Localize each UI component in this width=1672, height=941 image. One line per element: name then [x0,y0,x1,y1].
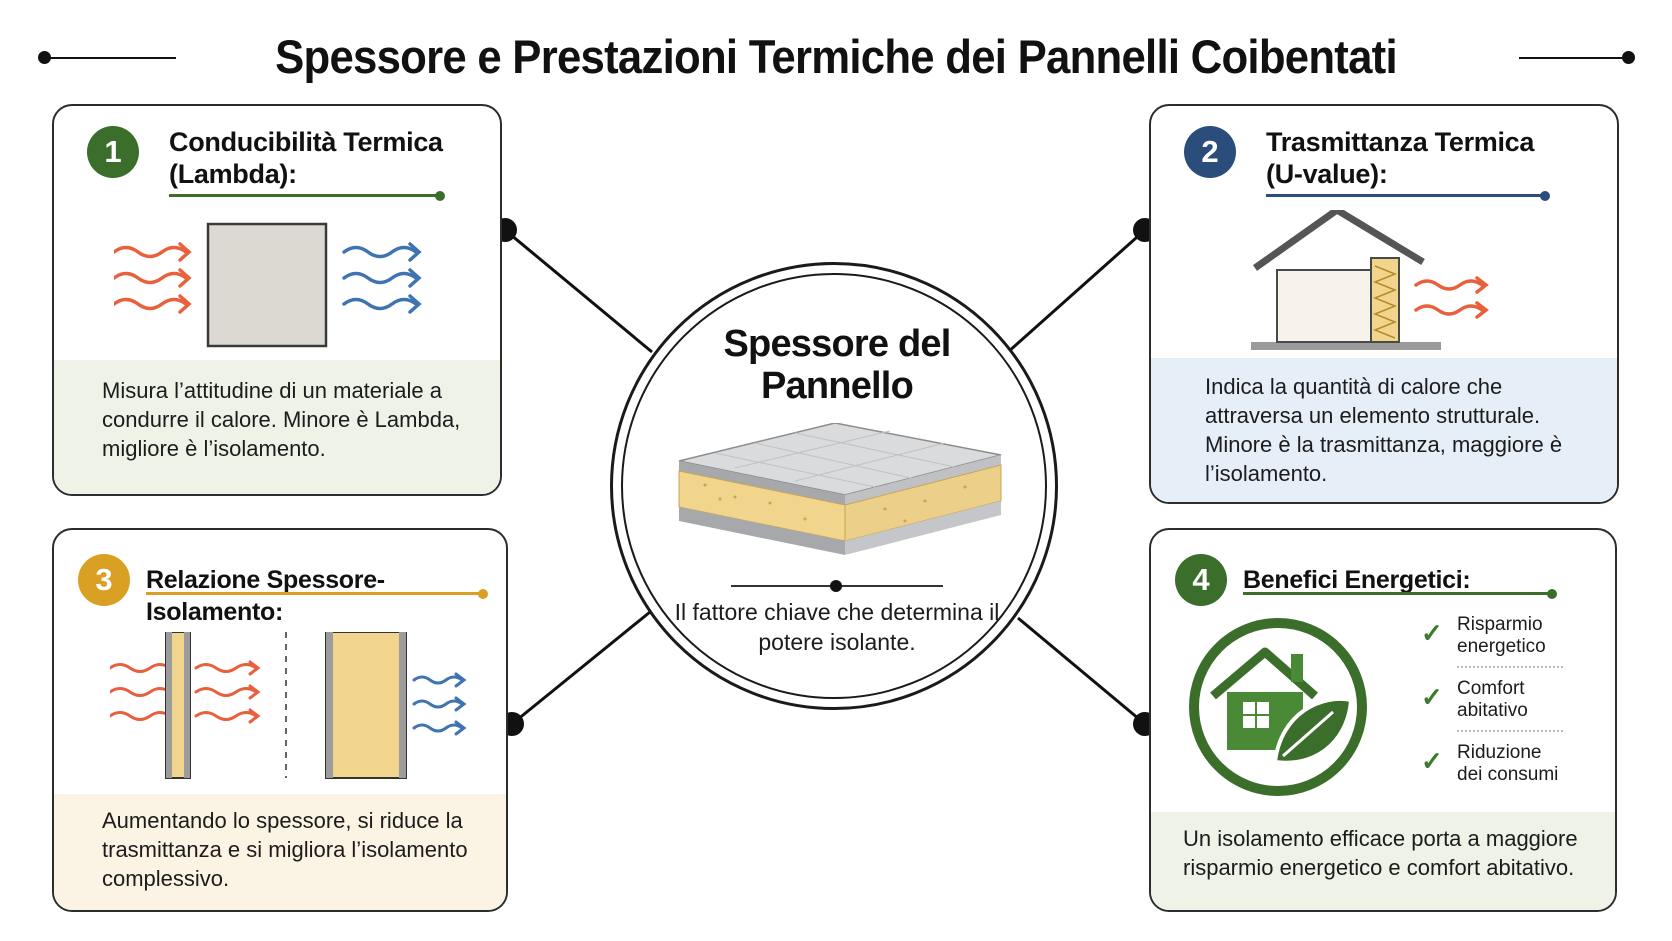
card-3-number-badge: 3 [78,554,130,606]
center-title-line1: Spessore del [723,323,952,365]
sandwich-panel-icon [678,423,1002,555]
main-title: Spessore e Prestazioni Termiche dei Pann… [275,30,1398,83]
center-panel-circle: Spessore del Pannello Il fattore chiave … [610,262,1058,710]
card-3-description: Aumentando lo spessore, si riduce la tra… [102,808,468,891]
title-right-line [1519,57,1629,59]
connector-3 [511,610,651,726]
card-1-title-rule [169,190,445,201]
card-4-title-line1: Benefici Energetici: [1243,566,1471,594]
card-3-title-rule [146,588,488,599]
card-2-title-line2: (U-value): [1266,159,1388,189]
card-4-footer [1151,812,1615,910]
card-2-title: Trasmittanza Termica (U-value): [1266,126,1534,190]
benefit-2-line1: Comfort [1457,678,1525,699]
card-2-description: Indica la quantità di calore che attrave… [1205,374,1563,486]
card-2-title-line1: Trasmittanza Termica [1266,127,1535,157]
card-2-title-rule [1266,190,1550,201]
check-icon: ✓ [1421,618,1443,648]
panel-heat-flow-icon [114,222,422,348]
card-1-number-badge: 1 [87,126,139,178]
card-1-title: Conducibilità Termica (Lambda): [169,126,443,190]
card-1-title-line1: Conducibilità Termica [169,127,443,157]
card-2-footer [1151,358,1617,502]
card-1-description: Misura l’attitudine di un materiale a co… [102,378,461,461]
benefit-1-line2: energetico [1457,636,1546,657]
center-title-line2: Pannello [761,365,914,407]
card-3-title: Relazione Spessore-Isolamento: [146,564,506,628]
card-energy-benefits: 4 Benefici Energetici: ✓ Risparmio energ… [1149,528,1617,912]
benefits-list: ✓ Risparmio energetico ✓ Comfort abitati… [1421,614,1591,794]
thin-vs-thick-panel-icon [110,632,467,779]
card-4-number-badge: 4 [1175,554,1227,606]
card-4-description: Un isolamento efficace porta a maggiore … [1183,826,1578,880]
card-4-title: Benefici Energetici: [1243,564,1471,596]
card-4-title-rule [1243,588,1557,599]
card-2-number-badge: 2 [1184,126,1236,178]
card-1-footer [54,360,500,494]
check-icon: ✓ [1421,746,1443,776]
check-icon: ✓ [1421,682,1443,712]
benefit-1-line1: Risparmio [1457,614,1543,635]
title-left-line [44,57,176,59]
title-row: Spessore e Prestazioni Termiche dei Pann… [0,22,1672,83]
center-title: Spessore del Pannello [613,323,1061,407]
benefit-separator [1457,730,1563,732]
benefit-3-line2: dei consumi [1457,764,1559,785]
card-1-title-line2: (Lambda): [169,159,297,189]
card-thermal-transmittance: 2 Trasmittanza Termica (U-value): Indica… [1149,104,1619,504]
insulated-house-icon [1251,210,1489,350]
benefit-text: Riduzione dei consumi [1457,742,1558,786]
connector-4 [1017,616,1146,726]
eco-house-leaf-icon [1189,618,1367,796]
benefit-separator [1457,666,1563,668]
benefit-text: Risparmio energetico [1457,614,1546,658]
card-thickness-insulation: 3 Relazione Spessore-Isolamento: Aume [52,528,508,912]
title-right-dot [1622,51,1635,64]
center-divider-dot [830,580,842,592]
card-thermal-conductivity: 1 Conducibilità Termica (Lambda): Misura… [52,104,502,496]
center-subtitle: Il fattore chiave che determina il poter… [674,599,1000,655]
card-3-footer [54,794,506,910]
benefit-text: Comfort abitativo [1457,678,1528,722]
connector-1 [504,228,653,354]
benefit-3-line1: Riduzione [1457,742,1542,763]
card-3-title-line1: Relazione Spessore-Isolamento: [146,566,385,626]
benefit-2-line2: abitativo [1457,700,1528,721]
connector-2 [1007,228,1146,354]
